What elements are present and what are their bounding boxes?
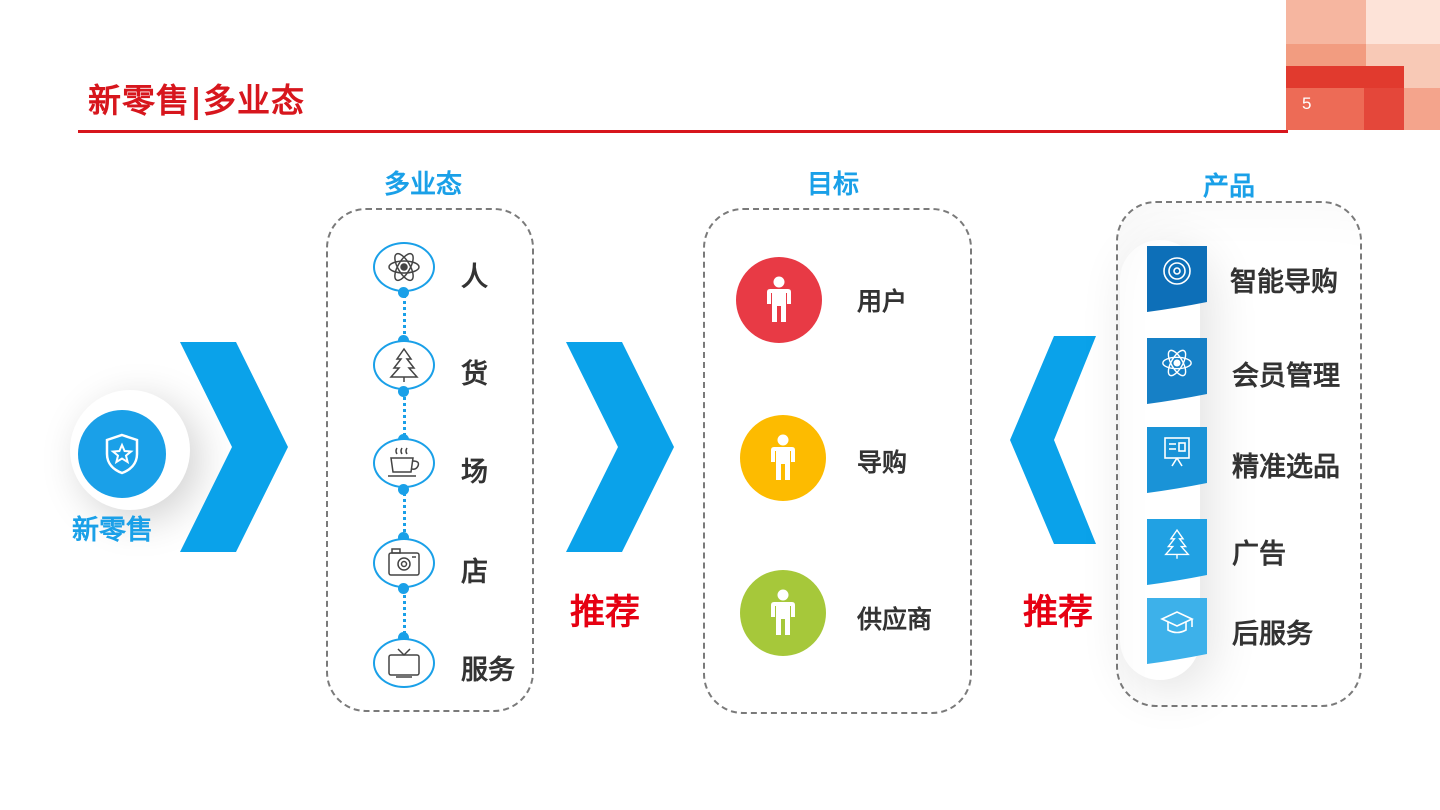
target-icon bbox=[1147, 246, 1207, 312]
chevron-left-1 bbox=[1010, 336, 1096, 544]
presentation-board-icon bbox=[1147, 427, 1207, 493]
format-item-label: 人 bbox=[461, 262, 488, 293]
format-item-label: 货 bbox=[461, 359, 488, 390]
format-item-label: 场 bbox=[461, 457, 488, 488]
connector-dot bbox=[398, 484, 409, 495]
product-item-label: 精准选品 bbox=[1232, 452, 1340, 483]
atom-icon bbox=[1147, 338, 1207, 404]
product-item-label: 会员管理 bbox=[1232, 361, 1340, 392]
target-item-label: 导购 bbox=[857, 448, 908, 477]
person-icon bbox=[740, 415, 826, 501]
camera-icon bbox=[373, 538, 435, 588]
connector-dot bbox=[398, 287, 409, 298]
product-item-label: 智能导购 bbox=[1230, 267, 1338, 298]
formats-title: 多业态 bbox=[383, 170, 462, 200]
connector-dot bbox=[398, 532, 409, 543]
format-item-label: 店 bbox=[461, 557, 488, 588]
title-divider bbox=[78, 130, 1288, 133]
recommend-label-left: 推荐 bbox=[570, 593, 641, 633]
targets-box bbox=[703, 208, 972, 714]
targets-title: 目标 bbox=[806, 170, 859, 200]
atom-icon bbox=[373, 242, 435, 292]
source-label: 新零售 bbox=[72, 515, 153, 546]
target-item-label: 用户 bbox=[857, 287, 908, 316]
source-node: 新零售 bbox=[50, 380, 200, 550]
products-box bbox=[1116, 201, 1362, 707]
connector-dot bbox=[398, 632, 409, 643]
chevron-right-2 bbox=[566, 342, 674, 552]
tree-icon bbox=[1147, 519, 1207, 585]
format-item-label: 服务 bbox=[461, 655, 515, 686]
shield-star-icon bbox=[78, 410, 166, 498]
product-item-label: 后服务 bbox=[1232, 619, 1313, 650]
page-number: 5 bbox=[1302, 94, 1312, 113]
product-item-label: 广告 bbox=[1232, 539, 1286, 570]
connector-dot bbox=[398, 583, 409, 594]
graduation-cap-icon bbox=[1147, 598, 1207, 664]
tree-icon bbox=[373, 340, 435, 390]
products-title: 产品 bbox=[1202, 172, 1255, 202]
recommend-label-right: 推荐 bbox=[1023, 593, 1094, 633]
person-icon bbox=[740, 570, 826, 656]
tv-icon bbox=[373, 638, 435, 688]
person-icon bbox=[736, 257, 822, 343]
page-title: 新零售|多业态 bbox=[88, 81, 306, 120]
target-item-label: 供应商 bbox=[857, 605, 933, 634]
connector-dot bbox=[398, 386, 409, 397]
chevron-right-1 bbox=[180, 342, 288, 552]
coffee-cup-icon bbox=[373, 438, 435, 488]
formats-box bbox=[326, 208, 534, 712]
